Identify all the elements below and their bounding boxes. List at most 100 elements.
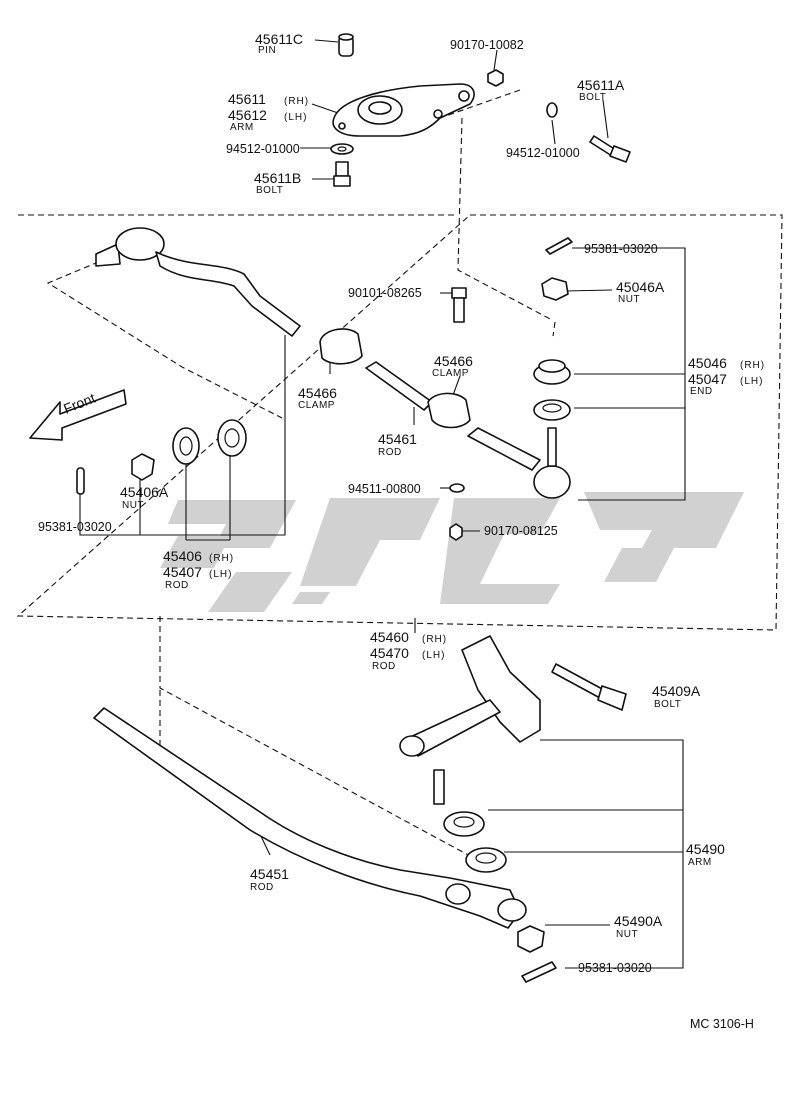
bolt-90101-08265 xyxy=(451,287,467,323)
svg-text:NUT: NUT xyxy=(618,294,640,305)
label-94512-right: 94512-01000 xyxy=(506,146,580,160)
svg-text:45046A: 45046A xyxy=(616,279,665,295)
svg-text:BOLT: BOLT xyxy=(579,92,606,103)
label-45406-rod: 45406 (RH) 45407 (LH) ROD xyxy=(163,548,234,591)
label-95381-bottom: 95381-03020 xyxy=(578,961,652,975)
svg-text:45612: 45612 xyxy=(228,107,267,123)
svg-text:ROD: ROD xyxy=(372,661,396,672)
svg-text:(RH): (RH) xyxy=(284,96,309,107)
leader-lines xyxy=(79,39,686,969)
svg-text:45406A: 45406A xyxy=(120,484,169,500)
svg-text:ARM: ARM xyxy=(230,122,254,133)
svg-text:(LH): (LH) xyxy=(422,650,445,661)
svg-text:45047: 45047 xyxy=(688,371,727,387)
washer-94511 xyxy=(449,483,465,493)
nut-90170-08125 xyxy=(449,523,463,541)
front-arrow xyxy=(29,389,127,441)
svg-text:ARM: ARM xyxy=(688,857,712,868)
label-90170-10082: 90170-10082 xyxy=(450,38,524,52)
svg-text:NUT: NUT xyxy=(122,500,144,511)
svg-text:45470: 45470 xyxy=(370,645,409,661)
cotter-pin-top xyxy=(545,237,573,255)
label-90170-08125: 90170-08125 xyxy=(484,524,558,538)
svg-text:PIN: PIN xyxy=(258,45,276,56)
castle-nut-45046a xyxy=(541,277,569,301)
dust-boot-upper xyxy=(533,359,571,385)
dust-boot-left-b xyxy=(217,419,247,457)
relay-rod-45451 xyxy=(93,707,527,929)
svg-text:(LH): (LH) xyxy=(740,376,763,387)
castle-nut-45406a xyxy=(131,453,155,481)
label-95381-top: 95381-03020 xyxy=(584,242,658,256)
dashed-guide-lines xyxy=(46,89,556,857)
label-95381-left: 95381-03020 xyxy=(38,520,112,534)
cotter-pin-left xyxy=(76,467,85,495)
label-45409a: 45409A BOLT xyxy=(652,683,701,710)
bolt-45409a xyxy=(551,663,627,711)
svg-text:45611C: 45611C xyxy=(255,31,303,47)
label-45451-rod: 45451 ROD xyxy=(250,866,289,893)
label-45046-end: 45046 (RH) 45047 (LH) END xyxy=(688,355,765,397)
label-90101-08265: 90101-08265 xyxy=(348,286,422,300)
label-94511-00800: 94511-00800 xyxy=(348,482,421,496)
svg-text:45406: 45406 xyxy=(163,548,202,564)
label-94512-left: 94512-01000 xyxy=(226,142,300,156)
svg-text:45451: 45451 xyxy=(250,866,289,882)
cotter-pin-bottom xyxy=(521,961,557,983)
svg-text:(LH): (LH) xyxy=(284,112,307,123)
svg-text:45046: 45046 xyxy=(688,355,727,371)
label-clamp-left: 45466 CLAMP xyxy=(298,385,337,411)
svg-text:BOLT: BOLT xyxy=(654,699,681,710)
bushing-lower xyxy=(465,847,507,873)
castle-nut-45490a xyxy=(517,925,545,953)
svg-text:ROD: ROD xyxy=(378,447,402,458)
label-45611-arm: 45611 (RH) 45612 (LH) ARM xyxy=(228,91,309,133)
label-45490a: 45490A NUT xyxy=(614,913,663,940)
svg-text:CLAMP: CLAMP xyxy=(432,368,469,379)
label-45611b: 45611B BOLT xyxy=(254,170,301,196)
svg-text:(RH): (RH) xyxy=(740,360,765,371)
svg-text:45611A: 45611A xyxy=(577,77,625,93)
svg-text:45407: 45407 xyxy=(163,564,202,580)
svg-text:ROD: ROD xyxy=(165,580,189,591)
label-45611a: 45611A BOLT xyxy=(577,77,625,103)
label-45461-rod: 45461 ROD xyxy=(378,431,417,458)
svg-text:(LH): (LH) xyxy=(209,569,232,580)
nut-90170-10082 xyxy=(487,69,504,87)
svg-text:BOLT: BOLT xyxy=(256,185,283,196)
outer-tie-rod xyxy=(95,227,301,337)
svg-text:45611B: 45611B xyxy=(254,170,301,186)
idler-arm-bracket-45611 xyxy=(332,83,475,137)
dust-boot-left-a xyxy=(172,427,200,465)
label-45406a: 45406A NUT xyxy=(120,484,169,511)
tie-rod-end-45046 xyxy=(467,427,571,499)
washer-94512-right xyxy=(546,102,558,118)
svg-text:45466: 45466 xyxy=(434,353,473,369)
svg-text:45461: 45461 xyxy=(378,431,417,447)
diagram-code: MC 3106-H xyxy=(690,1017,754,1031)
svg-text:NUT: NUT xyxy=(616,929,638,940)
svg-text:45490: 45490 xyxy=(686,841,725,857)
label-45460-rod: 45460 (RH) 45470 (LH) ROD xyxy=(370,629,446,672)
svg-text:45460: 45460 xyxy=(370,629,409,645)
bushing-upper xyxy=(443,811,485,837)
adjusting-rod-45461 xyxy=(365,361,433,411)
label-45490-arm: 45490 ARM xyxy=(686,841,725,868)
subassembly-frame xyxy=(16,214,783,631)
svg-text:END: END xyxy=(690,386,713,397)
svg-text:CLAMP: CLAMP xyxy=(298,400,335,411)
watermark-logo xyxy=(160,492,744,612)
dust-boot-lower xyxy=(533,399,571,421)
label-clamp-mid: 45466 CLAMP xyxy=(432,353,473,379)
washer-94512-left xyxy=(330,143,354,155)
svg-text:(RH): (RH) xyxy=(209,553,234,564)
pin-45611c xyxy=(338,33,354,57)
svg-text:45611: 45611 xyxy=(228,91,266,107)
label-45046a: 45046A NUT xyxy=(616,279,665,305)
clamp-left xyxy=(319,328,363,365)
bolt-45611a xyxy=(589,135,631,163)
bolt-45611b xyxy=(333,161,351,187)
svg-text:45409A: 45409A xyxy=(652,683,701,699)
label-45611c: 45611C PIN xyxy=(255,31,303,56)
